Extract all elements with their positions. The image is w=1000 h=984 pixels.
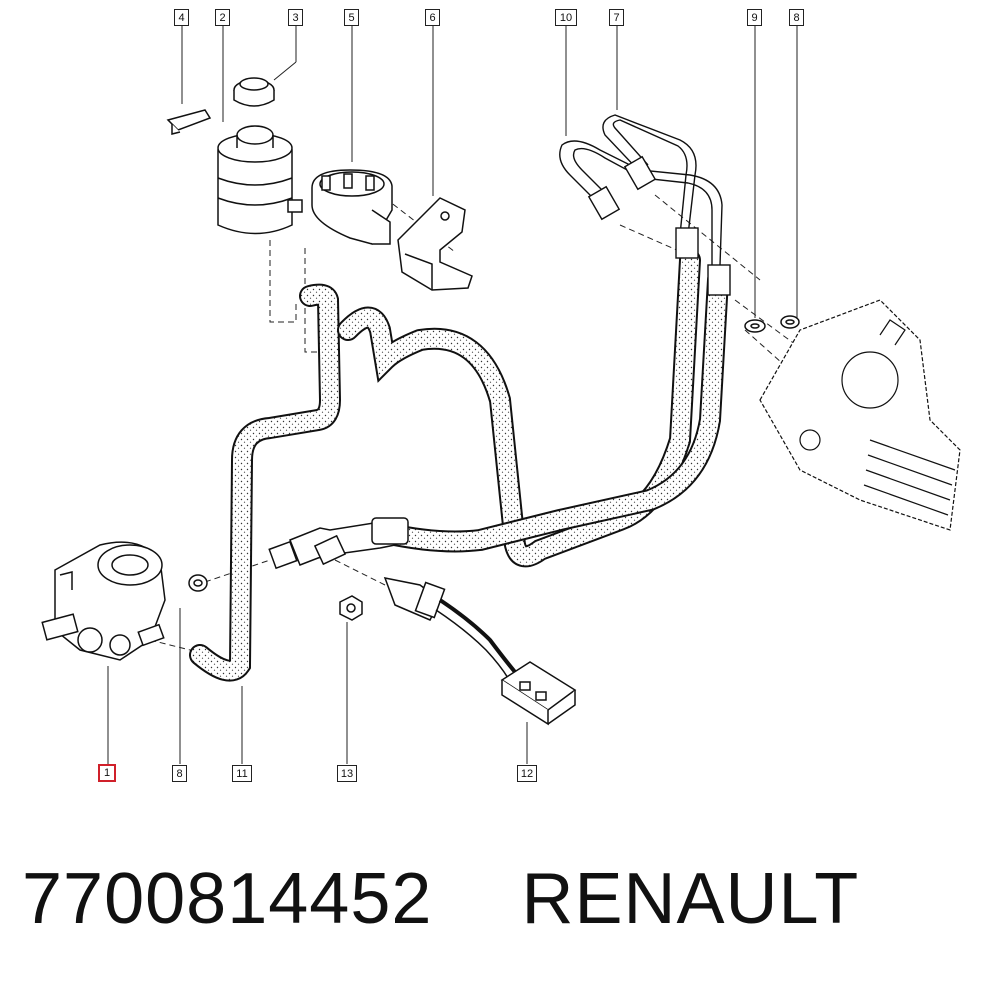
pressure-switch [383,577,577,726]
union-bolt [137,623,165,647]
callout-13: 13 [337,765,357,782]
washers-rack [744,315,800,333]
callout-1-highlighted[interactable]: 1 [98,764,116,782]
part-caption: 7700814452 RENAULT [22,858,982,948]
callout-10: 10 [555,9,577,26]
supply-hose [189,283,342,682]
reservoir-bracket [311,169,393,245]
washer-pump [188,574,208,592]
leader-lines [107,26,798,764]
union-nut [339,595,363,621]
brand-name: RENAULT [521,859,860,939]
mounting-bracket [397,197,473,291]
callout-2: 2 [215,9,230,26]
callout-8-rack: 8 [789,9,804,26]
retaining-clip [166,109,212,135]
pressure-fittings [268,517,409,570]
callout-7: 7 [609,9,624,26]
metal-pipes [559,114,731,296]
fluid-reservoir [217,125,303,235]
callout-5: 5 [344,9,359,26]
steering-rack [759,299,961,531]
reservoir-cap [233,77,275,107]
pressure-hose [374,269,729,553]
power-steering-pump [41,541,166,661]
power-steering-exploded-diagram [41,26,961,764]
part-number: 7700814452 [22,859,433,939]
callout-12: 12 [517,765,537,782]
callout-9: 9 [747,9,762,26]
callout-6: 6 [425,9,440,26]
callout-11: 11 [232,765,252,782]
callout-4: 4 [174,9,189,26]
callout-8-pump: 8 [172,765,187,782]
callout-3: 3 [288,9,303,26]
